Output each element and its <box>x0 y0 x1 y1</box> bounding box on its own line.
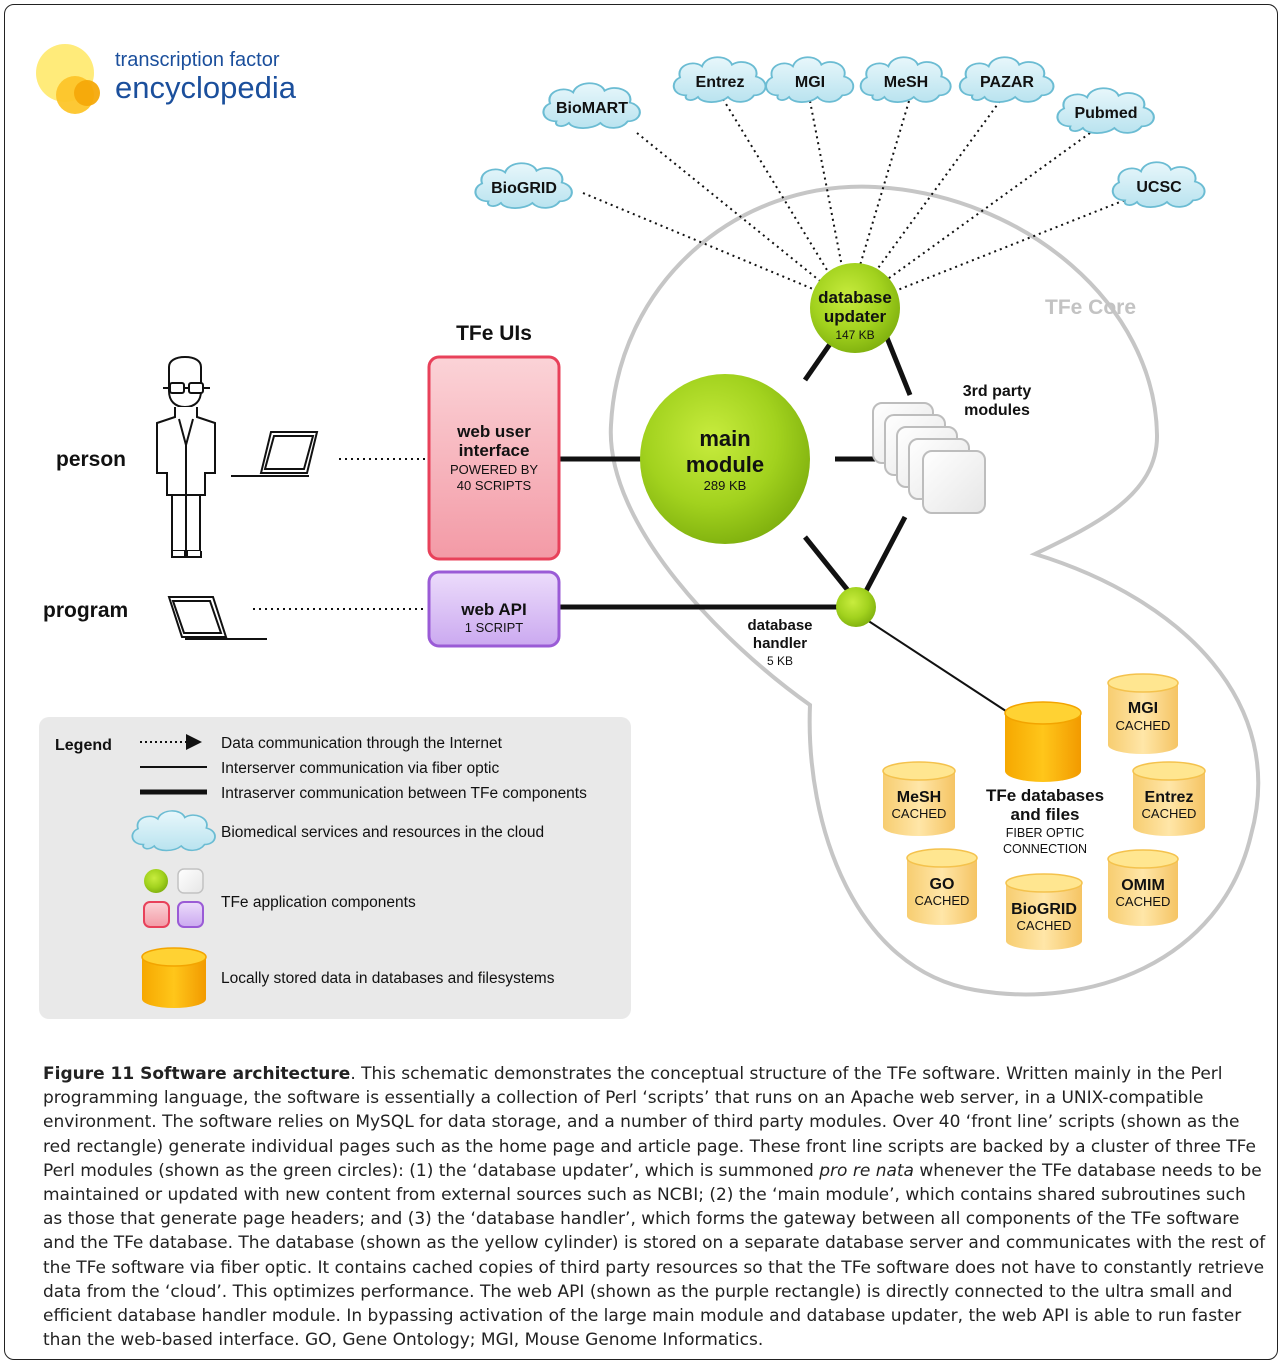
handler-line2: handler <box>753 635 807 652</box>
legend-cylinder-icon <box>141 947 207 1008</box>
actor-program: program <box>43 599 128 622</box>
main-line2: module <box>686 452 764 477</box>
cached-cylinder-omim <box>1107 849 1179 926</box>
cached-cylinder-entrez <box>1132 761 1206 836</box>
legend-item-internet: Data communication through the Internet <box>221 735 503 752</box>
database-line2: and files <box>1011 805 1080 824</box>
web-api-sub: 1 SCRIPT <box>465 620 524 635</box>
core-title: TFe Core <box>1045 296 1136 319</box>
third-party-line1: 3rd party <box>963 383 1032 400</box>
legend-item-fiber: Interserver communication via fiber opti… <box>221 760 500 777</box>
cloud-label-entrez: Entrez <box>696 74 745 91</box>
cached-sub-entrez: CACHED <box>1142 806 1197 821</box>
cloud-label-ucsc: UCSC <box>1136 179 1182 196</box>
logo-line2: encyclopedia <box>115 70 297 105</box>
web-ui-sub2: 40 SCRIPTS <box>457 478 532 493</box>
database-line1: TFe databases <box>986 786 1104 805</box>
web-ui-box <box>427 355 561 561</box>
legend-title: Legend <box>55 737 112 754</box>
cached-sub-go: CACHED <box>915 893 970 908</box>
database-updater-node <box>810 263 900 353</box>
web-ui-sub1: POWERED BY <box>450 462 538 477</box>
updater-line1: database <box>818 288 892 307</box>
architecture-diagram: transcription factor encyclopedia TFe Co… <box>36 44 1261 1019</box>
database-sub2: CONNECTION <box>1003 842 1087 856</box>
legend-cloud-icon <box>131 810 216 852</box>
third-party-line2: modules <box>964 402 1030 419</box>
tfe-core-outline <box>608 184 1261 997</box>
handler-size: 5 KB <box>767 654 793 668</box>
internet-links <box>253 98 1131 610</box>
cached-cylinder-mesh <box>882 761 956 836</box>
cached-name-omim: OMIM <box>1121 877 1165 894</box>
legend-components-icon <box>143 868 204 928</box>
caption-label: Figure 11 Software architecture <box>43 1064 351 1084</box>
web-api-line1: web API <box>460 600 527 619</box>
database-handler-node <box>836 587 876 627</box>
cached-name-biogrid: BioGRID <box>1011 901 1077 918</box>
updater-line2: updater <box>824 307 887 326</box>
tfe-database-cylinder <box>1004 701 1082 782</box>
caption-italic: pro re nata <box>819 1160 914 1181</box>
handler-line1: database <box>747 617 812 634</box>
main-module-node <box>640 374 810 544</box>
legend-item-intraserver: Intraserver communication between TFe co… <box>221 785 587 802</box>
figure-caption: Figure 11 Software architecture. This sc… <box>43 1062 1269 1352</box>
figure-frame: transcription factor encyclopedia TFe Co… <box>4 4 1278 1360</box>
tfe-logo <box>36 44 100 114</box>
third-party-modules <box>872 402 986 514</box>
cached-cylinder-go <box>906 848 978 925</box>
database-sub1: FIBER OPTIC <box>1006 826 1084 840</box>
web-ui-line2: interface <box>459 441 530 460</box>
cloud-label-biogrid: BioGRID <box>491 180 557 197</box>
caption-text-a: . This schematic demonstrates the concep… <box>43 1064 1256 1181</box>
program-laptop-icon <box>167 596 267 640</box>
person-icon <box>156 355 216 558</box>
cloud-label-pazar: PAZAR <box>980 74 1034 91</box>
cloud-label-mgi: MGI <box>795 74 825 91</box>
logo-line1: transcription factor <box>115 49 280 71</box>
cached-name-mesh: MeSH <box>897 789 941 806</box>
uis-title: TFe UIs <box>456 322 532 345</box>
cloud-label-mesh: MeSH <box>884 74 928 91</box>
cached-cylinder-biogrid <box>1005 873 1083 950</box>
person-laptop-icon <box>231 431 319 477</box>
cloud-label-biomart: BioMART <box>556 100 628 117</box>
cached-name-mgi: MGI <box>1128 700 1158 717</box>
caption-text-b: whenever the TFe database needs to be ma… <box>43 1160 1266 1351</box>
main-size: 289 KB <box>704 478 747 493</box>
cached-sub-mesh: CACHED <box>892 806 947 821</box>
cached-name-go: GO <box>930 876 955 893</box>
legend-item-storage: Locally stored data in databases and fil… <box>221 970 555 987</box>
web-api-box <box>427 570 561 648</box>
actor-person: person <box>56 448 126 471</box>
legend-item-components: TFe application components <box>221 894 416 911</box>
cached-name-entrez: Entrez <box>1145 789 1194 806</box>
cached-sub-mgi: CACHED <box>1116 718 1171 733</box>
updater-size: 147 KB <box>835 328 874 342</box>
cached-sub-omim: CACHED <box>1116 894 1171 909</box>
fiber-link <box>866 619 1016 718</box>
web-ui-line1: web user <box>456 422 531 441</box>
cached-cylinder-mgi <box>1107 673 1179 754</box>
cloud-label-pubmed: Pubmed <box>1074 105 1137 122</box>
main-line1: main <box>699 426 750 451</box>
cached-sub-biogrid: CACHED <box>1017 918 1072 933</box>
legend-item-cloud: Biomedical services and resources in the… <box>221 824 544 841</box>
